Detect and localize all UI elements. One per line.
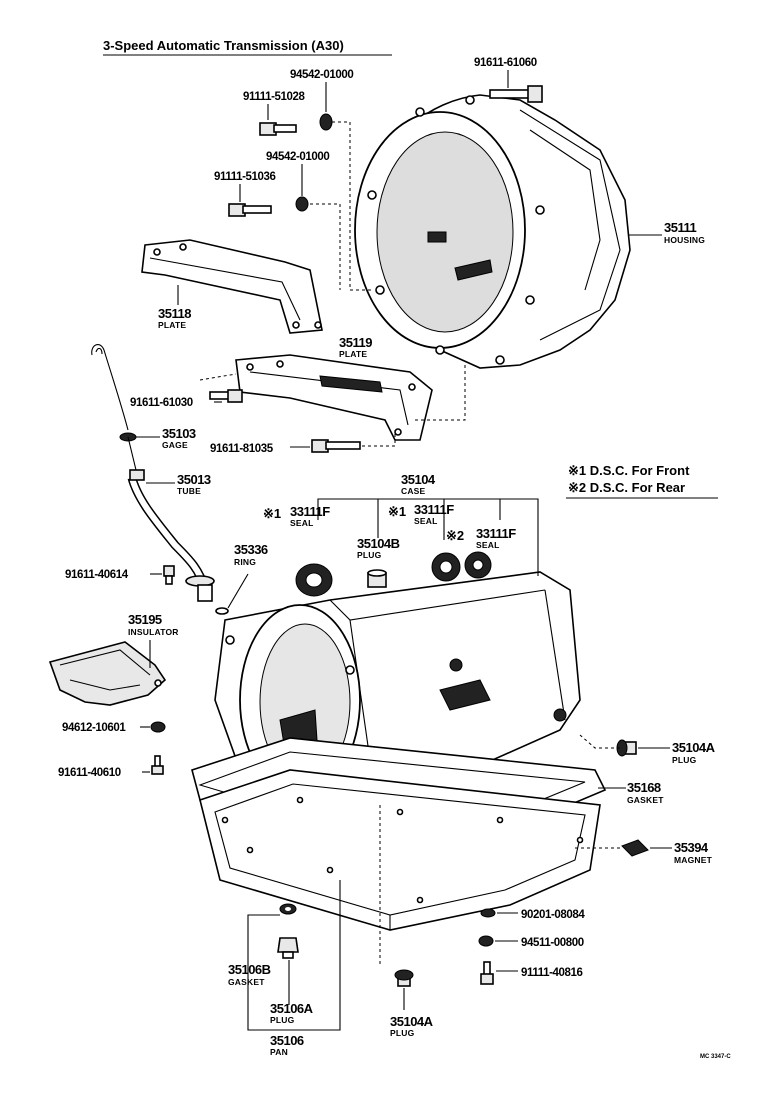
label-91111-51028: 91111-51028 — [243, 91, 305, 103]
bell-housing-35111 — [354, 94, 631, 369]
plug-35106a — [277, 937, 299, 959]
name-35104b: PLUG — [357, 550, 382, 560]
num-35104: 35104 — [401, 472, 436, 487]
name-35013: TUBE — [177, 486, 201, 496]
bolt-91111-40816 — [480, 961, 494, 985]
name-35118: PLATE — [158, 320, 186, 330]
washer-94542-01000-b — [295, 196, 309, 212]
oil-pan-35106 — [199, 769, 601, 931]
label-91611-61030: 91611-61030 — [130, 397, 193, 409]
bolt-91611-81035 — [311, 439, 361, 453]
legend-rear: ※2 D.S.C. For Rear — [568, 480, 685, 495]
washer-90201-08084 — [480, 908, 496, 918]
label-94542-01000-a: 94542-01000 — [290, 69, 353, 81]
num-35013: 35013 — [177, 472, 211, 487]
seal-33111f-rear-b — [464, 551, 492, 579]
mark-1-b: ※1 — [388, 504, 406, 519]
label-91611-40610: 91611-40610 — [58, 767, 121, 779]
insulator-35195 — [48, 641, 167, 706]
bolt-91611-61030 — [209, 389, 243, 403]
num-35119: 35119 — [339, 335, 372, 350]
label-91611-61060: 91611-61060 — [474, 57, 537, 69]
nut-94612-10601 — [150, 721, 166, 733]
name-35168: GASKET — [627, 795, 664, 805]
mark-1-a: ※1 — [263, 506, 281, 521]
name-35104a-right: PLUG — [672, 755, 697, 765]
num-35106b: 35106B — [228, 962, 271, 977]
num-35394: 35394 — [674, 840, 709, 855]
gasket-35106b — [279, 903, 297, 915]
num-35106a: 35106A — [270, 1001, 314, 1016]
label-91111-40816: 91111-40816 — [521, 967, 582, 979]
bolt-91611-40610 — [151, 755, 164, 775]
num-35111: 35111 — [664, 220, 696, 235]
bolt-91111-51028 — [259, 122, 297, 136]
diagram-title: 3-Speed Automatic Transmission (A30) — [103, 38, 344, 53]
name-35106: PAN — [270, 1047, 288, 1057]
name-35104a-bottom: PLUG — [390, 1028, 415, 1038]
label-91111-51036: 91111-51036 — [214, 171, 275, 183]
name-33111f-b: SEAL — [414, 516, 437, 526]
dipstick-35103 — [91, 344, 137, 471]
num-35106: 35106 — [270, 1033, 304, 1048]
washer-94542-01000-a — [319, 113, 333, 131]
tube-35013 — [127, 469, 215, 602]
label-94511-00800: 94511-00800 — [521, 937, 584, 949]
bolt-91611-61060 — [489, 85, 543, 103]
name-35106b: GASKET — [228, 977, 265, 987]
name-33111f-a: SEAL — [290, 518, 313, 528]
plug-35104b — [367, 569, 387, 588]
num-33111f-b: 33111F — [414, 502, 454, 517]
label-94612-10601: 94612-10601 — [62, 722, 126, 734]
name-35394: MAGNET — [674, 855, 713, 865]
num-35195: 35195 — [128, 612, 162, 627]
num-33111f-c: 33111F — [476, 526, 516, 541]
mark-2: ※2 — [446, 528, 464, 543]
num-33111f-a: 33111F — [290, 504, 330, 519]
plate-35118 — [141, 239, 323, 334]
num-35118: 35118 — [158, 306, 191, 321]
num-35104a-right: 35104A — [672, 740, 716, 755]
name-35336: RING — [234, 557, 256, 567]
legend-front: ※1 D.S.C. For Front — [568, 463, 690, 478]
num-35104b: 35104B — [357, 536, 400, 551]
name-35106a: PLUG — [270, 1015, 295, 1025]
name-35119: PLATE — [339, 349, 367, 359]
bolt-91611-40614 — [163, 565, 175, 585]
footer-code: MC 3347-C — [700, 1054, 731, 1060]
ring-35336 — [215, 607, 229, 615]
name-35111: HOUSING — [664, 235, 705, 245]
name-33111f-c: SEAL — [476, 540, 499, 550]
name-35104: CASE — [401, 486, 426, 496]
plug-35104a-bottom — [394, 969, 414, 987]
plug-35104a-right — [616, 739, 637, 757]
label-94542-01000-b: 94542-01000 — [266, 151, 329, 163]
num-35103: 35103 — [162, 426, 196, 441]
washer-94511-00800 — [478, 935, 494, 947]
num-35104a-bottom: 35104A — [390, 1014, 434, 1029]
seal-33111f-rear-a — [431, 552, 461, 582]
num-35168: 35168 — [627, 780, 661, 795]
magnet-35394 — [621, 839, 649, 857]
num-35336: 35336 — [234, 542, 268, 557]
plate-35119 — [235, 354, 433, 441]
label-91611-40614: 91611-40614 — [65, 569, 129, 581]
label-90201-08084: 90201-08084 — [521, 909, 585, 921]
bolt-91111-51036 — [228, 203, 272, 217]
label-91611-81035: 91611-81035 — [210, 443, 274, 455]
name-35195: INSULATOR — [128, 627, 179, 637]
name-35103: GAGE — [162, 440, 188, 450]
seal-33111f-front — [295, 563, 333, 597]
